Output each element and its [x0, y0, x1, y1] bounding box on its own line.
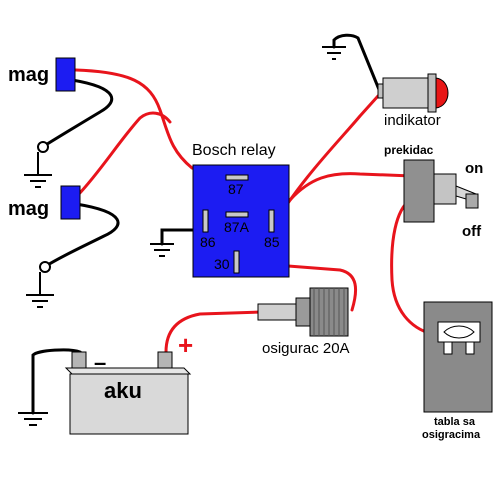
relay-pin-85-label: 85 — [264, 234, 280, 250]
switch-off-label: off — [462, 223, 482, 240]
battery[interactable] — [64, 351, 192, 435]
relay-title-label: Bosch relay — [192, 142, 276, 159]
relay-pins — [202, 174, 275, 274]
battery-minus-label: – — [94, 350, 107, 375]
relay-pin-87 — [225, 174, 249, 181]
ground-symbol-top-right — [322, 46, 346, 60]
inline-fuse[interactable] — [257, 287, 349, 337]
toggle-switch[interactable] — [403, 159, 479, 223]
wire-relay30-to-fuse — [234, 260, 358, 312]
switch-on-label: on — [465, 160, 484, 177]
wire-mag-top-to-terminal — [42, 78, 114, 148]
mag-top-label: mag — [8, 64, 50, 86]
fuse-box[interactable] — [423, 301, 493, 413]
ground-symbol-relay — [150, 243, 174, 257]
battery-body — [69, 373, 189, 435]
battery-label: aku — [104, 378, 142, 403]
indicator-lamp[interactable] — [377, 73, 449, 113]
mag-bottom-ring-terminal — [39, 261, 51, 273]
fuse-box-label-line1: tabla sa — [434, 416, 475, 428]
indicator-lens — [435, 77, 449, 109]
relay-pin-87a-label: 87A — [224, 219, 249, 235]
ground-wires — [31, 33, 382, 415]
mag-top-coil[interactable] — [55, 57, 76, 92]
fuse-box-label-line2: osigracima — [422, 429, 481, 441]
wire-relay85-to-switch — [288, 172, 414, 202]
relay-pin-85 — [268, 209, 275, 233]
fuse-box-blade-fuse — [437, 321, 481, 343]
relay-pin-87-label: 87 — [228, 181, 244, 197]
indicator-label: indikator — [384, 112, 441, 129]
wire-relay-86-ground — [160, 228, 199, 246]
mag-bottom-coil[interactable] — [60, 185, 81, 220]
relay-pin-30-label: 30 — [214, 256, 230, 272]
ground-symbol-mag-top — [24, 152, 52, 188]
relay-pin-86 — [202, 209, 209, 233]
battery-plus-label: + — [178, 330, 194, 360]
wire-mag-top-to-relay87 — [74, 68, 234, 180]
relay-pin-86-label: 86 — [200, 234, 216, 250]
mag-top-ring-terminal — [37, 141, 49, 153]
fuse-label: osigurac 20A — [262, 340, 350, 357]
wire-switch-to-fusebox — [390, 198, 450, 336]
wire-mag-bottom-to-terminal — [44, 202, 120, 268]
mag-bottom-label: mag — [8, 198, 50, 220]
relay-pin-87a — [225, 211, 249, 218]
relay-pin-30 — [233, 250, 240, 274]
ground-symbol-battery — [18, 412, 48, 426]
switch-label: prekidac — [384, 143, 434, 157]
wire-indicator-ground — [332, 33, 382, 94]
wire-battery-plus-to-fuse — [164, 310, 264, 354]
wire-mag-bottom-to-relay87 — [76, 111, 172, 197]
ground-symbol-mag-bottom — [26, 272, 54, 308]
